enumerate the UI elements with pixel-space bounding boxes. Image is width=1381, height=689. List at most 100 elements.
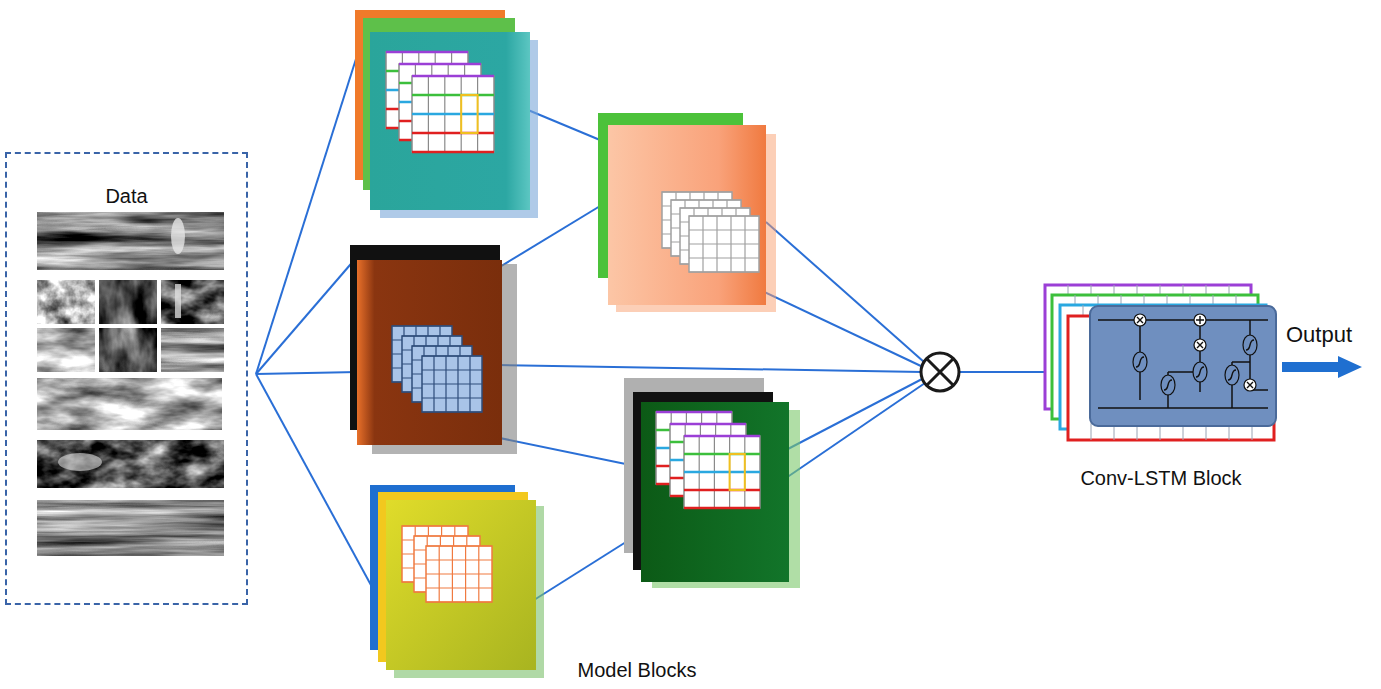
model-block bbox=[355, 10, 538, 218]
sigmoid-curve bbox=[1228, 370, 1236, 380]
sigmoid-curve bbox=[1164, 380, 1172, 390]
conv-lstm-block: Conv-LSTM Block bbox=[1036, 278, 1286, 490]
highlight-window bbox=[461, 95, 477, 133]
data-image bbox=[37, 440, 224, 488]
highlight-window bbox=[730, 454, 745, 490]
block-layer bbox=[357, 260, 502, 445]
data-image bbox=[161, 280, 224, 324]
feature-map bbox=[426, 546, 492, 602]
activation bbox=[1193, 362, 1207, 382]
data-image bbox=[99, 280, 157, 324]
grid-line bbox=[399, 63, 481, 66]
connector-line bbox=[256, 40, 362, 374]
connector-line bbox=[498, 365, 922, 372]
grid-line bbox=[412, 151, 494, 154]
grid-line bbox=[412, 75, 494, 78]
grid-line bbox=[426, 545, 492, 546]
lstm-wire bbox=[1098, 319, 1268, 321]
combine-circle bbox=[921, 353, 959, 391]
model-block bbox=[370, 485, 544, 678]
grid-line bbox=[689, 257, 759, 258]
grid-line bbox=[426, 559, 492, 560]
node-title: Data bbox=[7, 184, 246, 208]
activation bbox=[1133, 352, 1147, 372]
connector-line bbox=[959, 371, 1046, 373]
lstm-gate bbox=[1194, 339, 1206, 351]
node-title: Conv-LSTM Block bbox=[1080, 466, 1241, 490]
grid-line bbox=[684, 507, 760, 510]
output-label: Output bbox=[1286, 322, 1376, 348]
grid-line bbox=[689, 215, 759, 216]
lstm-wire bbox=[1232, 361, 1250, 363]
sigmoid-curve bbox=[1136, 357, 1144, 367]
grid-line bbox=[422, 355, 482, 356]
grid-line bbox=[422, 369, 482, 370]
model-block bbox=[598, 113, 776, 312]
grid-line bbox=[670, 423, 746, 426]
grid-line bbox=[412, 132, 494, 135]
connector-line bbox=[256, 258, 356, 374]
grid-line bbox=[680, 207, 750, 208]
data-image bbox=[37, 500, 224, 556]
data-image bbox=[99, 328, 157, 372]
lstm-wire bbox=[1098, 407, 1268, 409]
image-spot bbox=[58, 453, 102, 471]
lstm-op bbox=[1196, 316, 1204, 324]
grid-line bbox=[426, 587, 492, 588]
lstm-gate bbox=[1134, 314, 1146, 326]
grid-line bbox=[689, 229, 759, 230]
sigmoid-curve bbox=[1246, 340, 1254, 350]
data-image bbox=[37, 212, 224, 270]
data-image bbox=[161, 328, 224, 372]
connector-line bbox=[256, 372, 358, 374]
activation bbox=[1225, 365, 1239, 385]
grid-line bbox=[412, 345, 472, 346]
grid-line bbox=[422, 383, 482, 384]
conv-lstm-illustration bbox=[1045, 285, 1276, 440]
lstm-op bbox=[1247, 382, 1253, 388]
output-arrow bbox=[1282, 356, 1362, 378]
grid-line bbox=[422, 411, 482, 412]
grid-line bbox=[426, 601, 492, 602]
grid-line bbox=[684, 435, 760, 438]
grid-line bbox=[689, 243, 759, 244]
image-spot bbox=[171, 218, 185, 254]
model-block bbox=[624, 378, 800, 588]
lstm-gate bbox=[1244, 379, 1256, 391]
grid-line bbox=[422, 397, 482, 398]
feature-map bbox=[412, 76, 494, 152]
lstm-cell bbox=[1090, 306, 1276, 426]
block-layer bbox=[386, 500, 536, 670]
grid-line bbox=[402, 335, 462, 336]
connector-line bbox=[786, 383, 925, 478]
grid-line bbox=[412, 94, 494, 97]
grid-line bbox=[392, 325, 452, 326]
grid-line bbox=[662, 191, 732, 192]
data-image bbox=[37, 378, 222, 430]
grid-line bbox=[414, 535, 480, 536]
connector-line bbox=[760, 290, 923, 367]
block-layer bbox=[641, 402, 789, 582]
feature-map-stack bbox=[386, 52, 494, 152]
image-spot bbox=[175, 284, 181, 318]
lstm-gate bbox=[1194, 314, 1206, 326]
model-block bbox=[350, 245, 517, 454]
activation bbox=[1161, 375, 1175, 395]
grid-line bbox=[402, 525, 468, 526]
block-layer bbox=[608, 125, 766, 305]
feature-map-stack bbox=[656, 412, 760, 508]
lstm-op bbox=[1137, 317, 1143, 323]
data-image bbox=[37, 328, 95, 372]
grid-line bbox=[671, 199, 741, 200]
grid-line bbox=[656, 411, 732, 414]
feature-map-stack bbox=[662, 192, 759, 272]
feature-map-stack bbox=[392, 326, 482, 412]
data-images bbox=[37, 212, 224, 556]
feature-map bbox=[684, 436, 760, 508]
grid-line bbox=[684, 453, 760, 456]
combine-symbol bbox=[921, 353, 959, 391]
combine-cross bbox=[927, 359, 953, 385]
section-label: Model Blocks bbox=[557, 658, 717, 682]
